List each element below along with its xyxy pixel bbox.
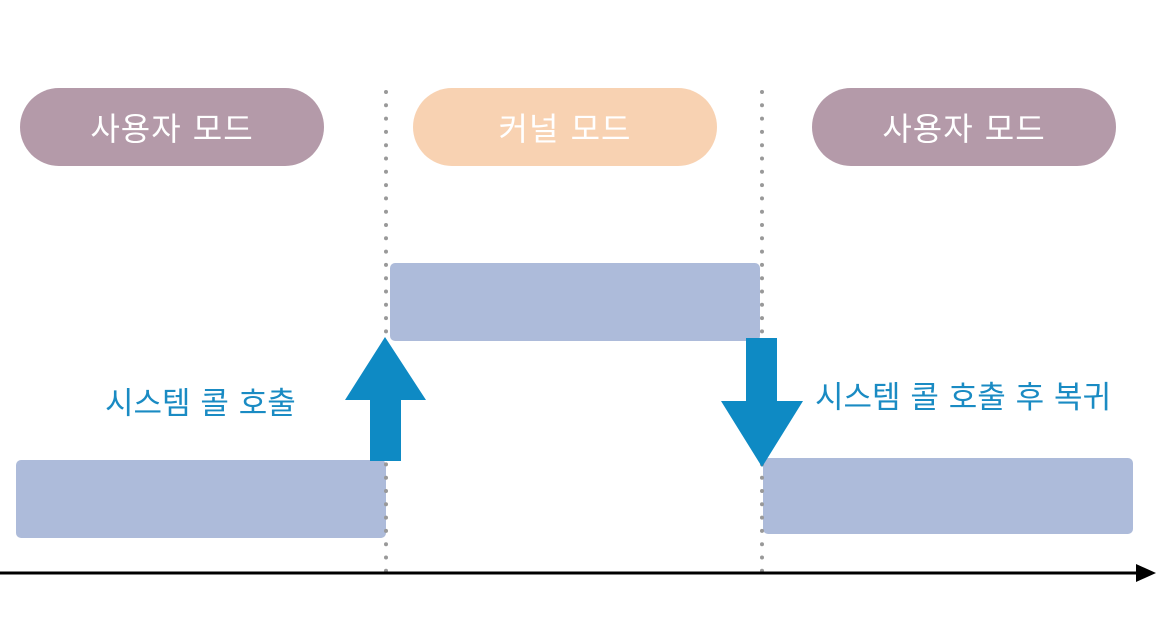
user-execution-bar-left xyxy=(16,460,386,538)
arrow-right-icon xyxy=(1136,564,1156,582)
arrow-up-icon xyxy=(345,337,426,461)
user-mode-label-left: 사용자 모드 xyxy=(90,110,254,148)
kernel-mode-pill: 커널 모드 xyxy=(413,88,717,166)
user-mode-label-right: 사용자 모드 xyxy=(882,110,1046,148)
user-mode-pill-left: 사용자 모드 xyxy=(20,88,324,166)
arrow-down-icon xyxy=(721,338,803,467)
user-execution-bar-right xyxy=(763,458,1133,534)
syscall-label: 시스템 콜 호출 xyxy=(105,386,296,422)
kernel-mode-label: 커널 모드 xyxy=(498,110,632,148)
syscall-return-label: 시스템 콜 호출 후 복귀 xyxy=(815,380,1112,416)
kernel-execution-bar xyxy=(390,263,760,341)
user-mode-pill-right: 사용자 모드 xyxy=(812,88,1116,166)
